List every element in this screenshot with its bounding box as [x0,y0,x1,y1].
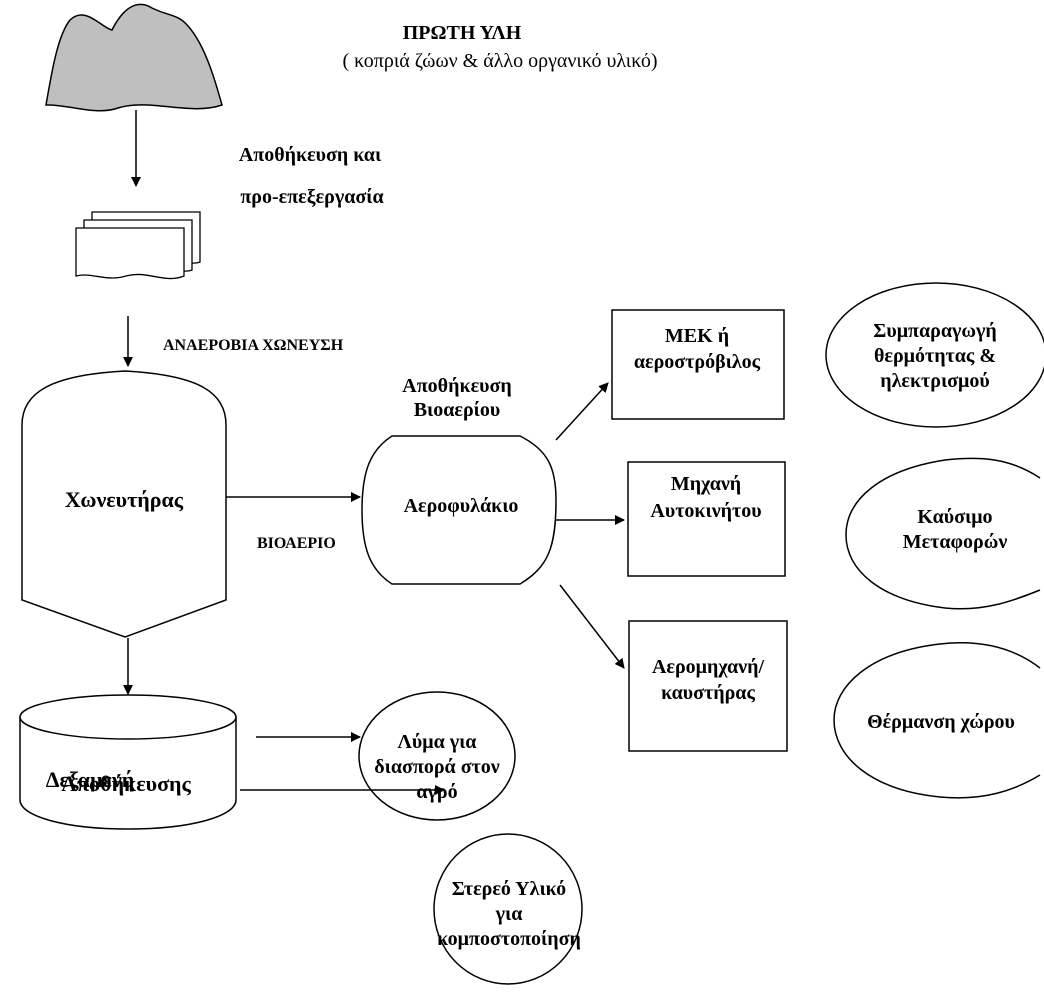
raw-material-title: ΠΡΩΤΗ ΥΛΗ [403,22,522,44]
raw-material-heap [45,3,223,112]
anaerobic-digestion-label: ΑΝΑΕΡΟΒΙΑ ΧΩΝΕΥΣΗ [163,337,344,354]
gas-holder-shape [361,435,557,585]
transport-fuel-ellipse [845,457,1041,610]
liquid-manure-line1: Λύμα για [398,731,477,753]
boiler-line1: Αερομηχανή/ [652,656,765,678]
cogeneration-line2: θερμότητας & [874,345,996,367]
storage-tank-line2-overlay: Αποθήκευσης [61,771,191,796]
chp-engine-line2: αεροστρόβιλος [634,351,761,373]
solid-material-line2: για [495,903,523,925]
car-engine-box [627,461,786,577]
cogeneration-line1: Συμπαραγωγή [873,320,996,342]
raw-material-subtitle: ( κοπριά ζώων & άλλο οργανικό υλικό) [343,50,658,72]
arrow-gasholder-to-boiler [559,584,625,669]
transport-fuel-line1: Καύσιμο [917,506,992,528]
liquid-manure-line3: αγρό [416,781,457,803]
digester-label: Χωνευτήρας [65,487,184,512]
biogas-flow-label: ΒΙΟΑΕΡΙΟ [257,535,336,552]
arrow-gasholder-to-chp [555,382,609,441]
biogas-storage-line2: Βιοαερίου [414,399,501,421]
space-heating-label: Θέρμανση χώρου [867,711,1015,733]
biogas-storage-line1: Αποθήκευση [402,375,511,397]
transport-fuel-line2: Μεταφορών [903,531,1008,553]
storage-tank-cylinder [19,694,237,830]
space-heating-ellipse [833,642,1041,799]
gas-holder-label: Αεροφυλάκιο [404,495,519,517]
cogeneration-ellipse [825,282,1044,428]
storage-preprocessing-line2: προ-επεξεργασία [240,186,383,208]
solid-material-ellipse [433,833,583,985]
storage-preprocessing-line1: Αποθήκευση και [239,144,382,166]
digester-shape [21,370,227,638]
car-engine-line2: Αυτοκινήτου [650,500,761,522]
car-engine-line1: Μηχανή [671,473,741,495]
documents-stack-icon [75,211,201,280]
boiler-line2: καυστήρας [661,682,755,704]
solid-material-line3: κομποστοποίηση [437,928,581,950]
storage-tank-line1: Δεξαμενή [46,767,135,792]
cogeneration-line3: ηλεκτρισμού [880,370,990,392]
liquid-manure-line2: διασπορά στον [374,756,500,778]
chp-engine-box [611,309,785,420]
chp-engine-line1: ΜΕΚ ή [665,325,729,347]
solid-material-line1: Στερεό Υλικό [452,878,566,900]
boiler-box [628,620,788,752]
liquid-manure-ellipse [358,691,516,821]
